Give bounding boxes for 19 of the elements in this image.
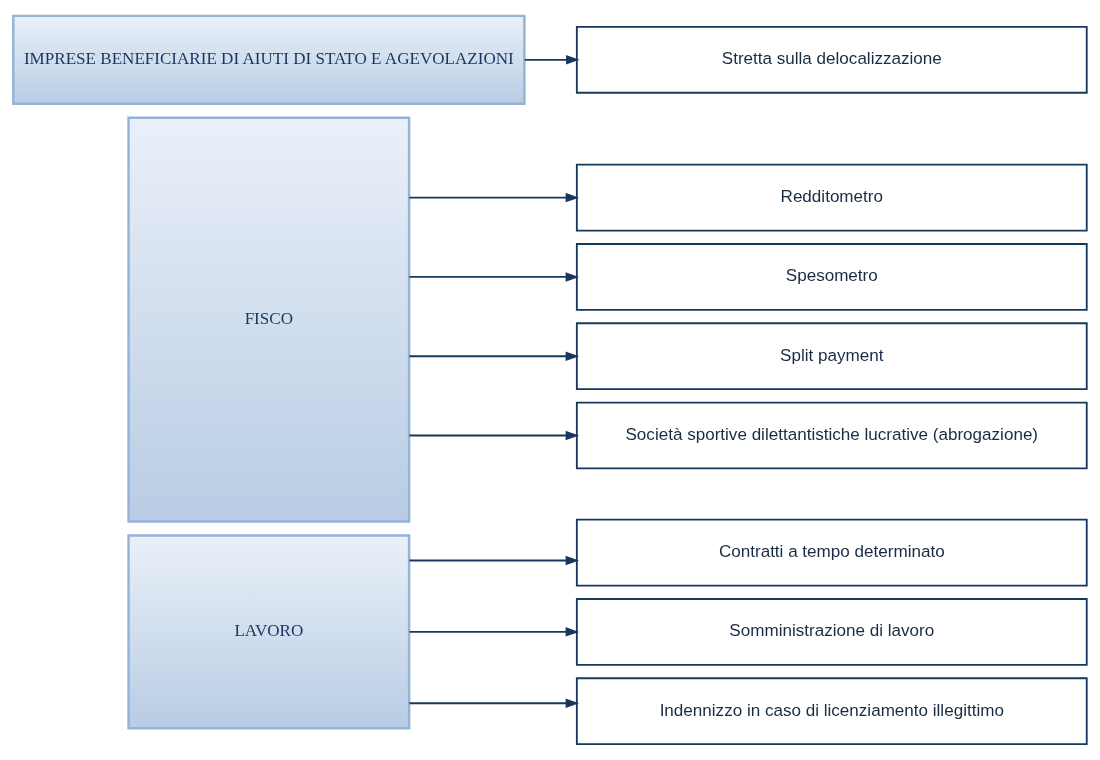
node-box: Contratti a tempo determinato [575,518,1088,587]
node-box: Split payment [575,322,1088,391]
node-box: Società sportive dilettantistiche lucrative (abrogazione) [575,401,1088,470]
arrow [408,192,580,203]
arrow [408,351,580,361]
node-box: Stretta sulla delocalizzazione [575,25,1088,94]
arrow [408,627,580,637]
arrow [523,55,580,65]
arrow [408,272,580,282]
arrow [408,555,580,566]
node-box: FISCO [127,116,411,523]
node-box: Somministrazione di lavoro [575,598,1088,666]
arrow [408,698,580,708]
node-box: Spesometro [575,243,1088,311]
node-box: Indennizzo in caso di licenziamento illegittimo [575,677,1088,746]
node-box: LAVORO [127,534,411,730]
arrow [408,430,580,441]
node-box: IMPRESE BENEFICIARIE DI AIUTI DI STATO E AGEVOLAZIONI [12,14,526,105]
node-box: Redditometro [575,163,1088,232]
